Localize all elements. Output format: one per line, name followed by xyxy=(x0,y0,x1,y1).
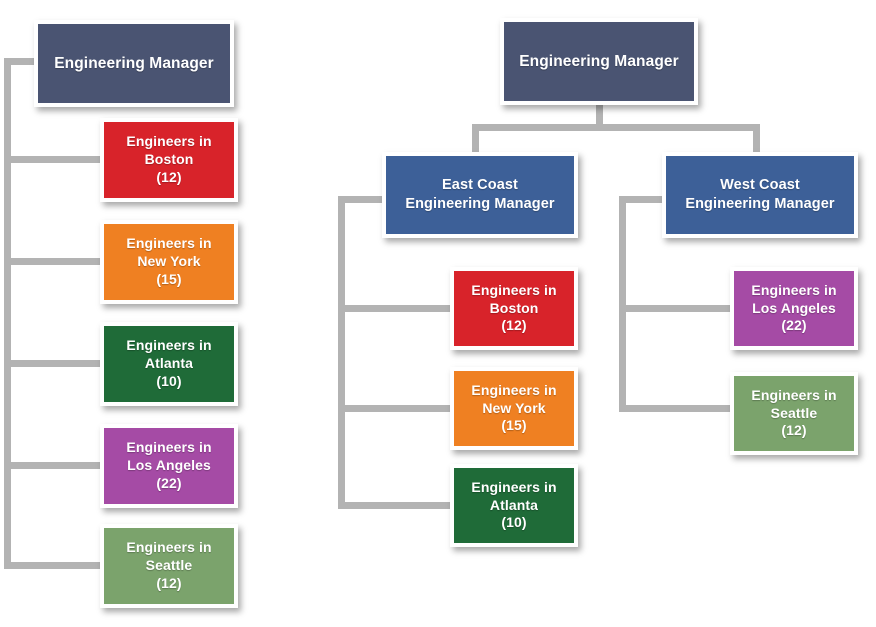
flat-engineering-manager-label: Engineering Manager xyxy=(54,54,214,72)
flat-trunk-vertical xyxy=(4,58,11,569)
hier-engineering-manager-label: Engineering Manager xyxy=(519,52,679,70)
flat-connector-atlanta xyxy=(4,360,102,367)
hier-connector-root-drop xyxy=(596,105,603,127)
hier-east-connector-boston xyxy=(338,305,454,312)
flat-engineering-manager-box[interactable]: Engineering Manager xyxy=(34,20,234,107)
hier-west-connector-manager xyxy=(619,196,667,203)
hier-connector-east-drop xyxy=(472,124,479,154)
hier-west-trunk-vertical xyxy=(619,196,626,412)
flat-connector-boston xyxy=(4,156,102,163)
hier-west-connector-seattle xyxy=(619,405,735,412)
hier-east-connector-manager xyxy=(338,196,386,203)
hier-east-connector-new-york xyxy=(338,405,454,412)
flat-connector-new-york xyxy=(4,258,102,265)
hier-east-connector-atlanta xyxy=(338,502,454,509)
flat-connector-root xyxy=(4,58,36,65)
hier-east-trunk-vertical xyxy=(338,196,345,509)
hier-west-connector-los-angeles xyxy=(619,305,735,312)
flat-connector-los-angeles xyxy=(4,462,102,469)
hier-connector-west-drop xyxy=(753,124,760,154)
hier-connector-split-bar xyxy=(472,124,760,131)
hier-engineering-manager-box[interactable]: Engineering Manager xyxy=(500,18,698,105)
flat-connector-seattle xyxy=(4,562,102,569)
